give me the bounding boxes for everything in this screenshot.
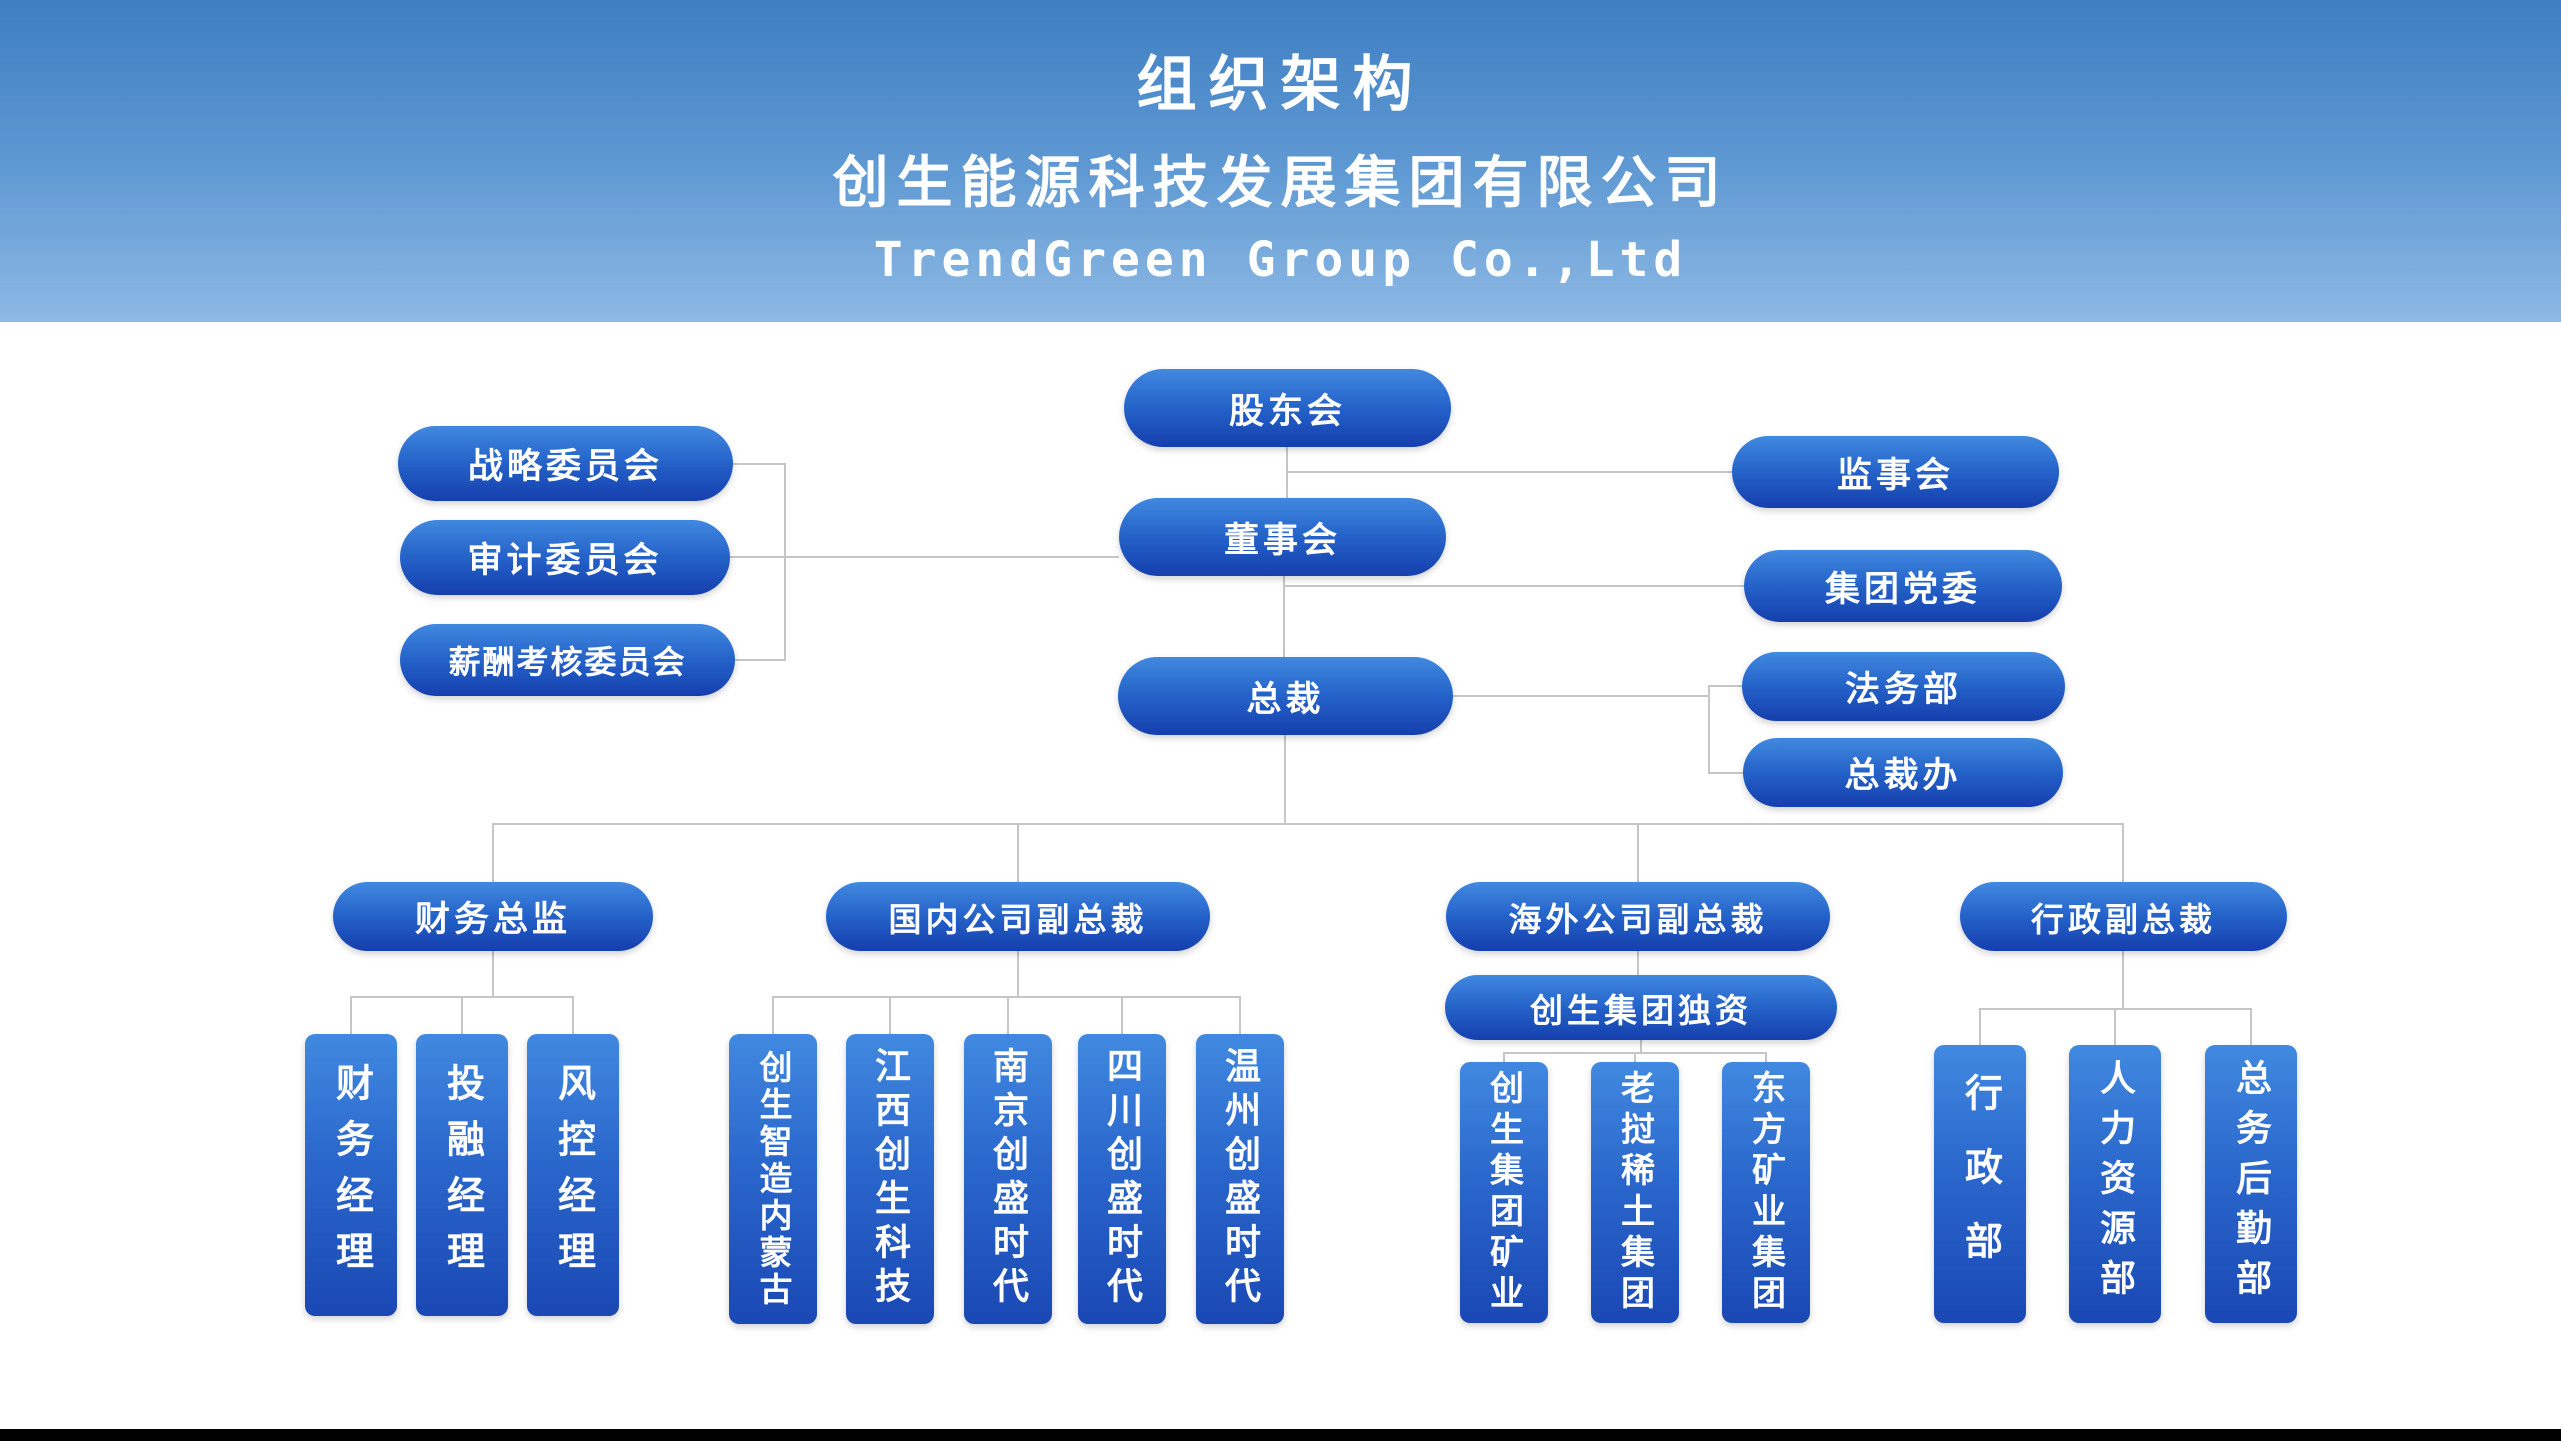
connector-line <box>1637 951 1639 975</box>
node-domestic-sub: 江西创生科技 <box>846 1034 934 1324</box>
node-investment-manager: 投融经理 <box>416 1034 508 1316</box>
node-admin-dept: 总务后勤部 <box>2205 1045 2297 1323</box>
connector-line <box>2122 823 2124 882</box>
node-president: 总裁 <box>1118 657 1453 735</box>
company-name-en: TrendGreen Group Co.,Ltd <box>873 232 1688 288</box>
connector-line <box>1285 585 1744 587</box>
connector-line <box>1708 772 1743 774</box>
connector-line <box>572 996 574 1034</box>
connector-line <box>1121 996 1123 1034</box>
connector-line <box>730 556 786 558</box>
node-legal-dept: 法务部 <box>1742 652 2065 721</box>
node-domestic-vp: 国内公司副总裁 <box>826 882 1210 951</box>
node-label: 行政部 <box>1958 1073 2001 1295</box>
node-supervisory-board: 监事会 <box>1732 436 2059 508</box>
connector-line <box>1286 447 1288 498</box>
node-domestic-sub: 温州创盛时代 <box>1196 1034 1284 1324</box>
node-audit-committee: 审计委员会 <box>400 520 730 595</box>
node-label: 投融经理 <box>440 1063 483 1287</box>
node-president-office: 总裁办 <box>1743 738 2063 807</box>
node-party-committee: 集团党委 <box>1744 550 2062 622</box>
connector-line <box>461 996 463 1034</box>
node-admin-dept: 人力资源部 <box>2069 1045 2161 1323</box>
connector-line <box>889 996 891 1034</box>
connector-line <box>1017 951 1019 996</box>
connector-line <box>1503 1052 1505 1062</box>
page-title: 组织架构 <box>1136 51 1425 118</box>
node-domestic-sub: 四川创盛时代 <box>1078 1034 1166 1324</box>
node-board: 董事会 <box>1119 498 1446 576</box>
node-strategy-committee: 战略委员会 <box>398 426 733 501</box>
connector-line <box>1640 1040 1642 1052</box>
connector-line <box>1453 695 1710 697</box>
connector-line <box>1634 1052 1636 1062</box>
connector-line <box>1017 823 1019 882</box>
connector-line <box>1708 685 1710 774</box>
connector-line <box>2114 1008 2116 1045</box>
node-overseas-sub: 东方矿业集团 <box>1722 1062 1810 1323</box>
connector-line <box>350 996 352 1034</box>
connector-line <box>1708 685 1742 687</box>
node-overseas-vp: 海外公司副总裁 <box>1446 882 1830 951</box>
connector-line <box>1283 576 1285 657</box>
connector-line <box>1284 735 1286 823</box>
node-label: 江西创生科技 <box>870 1047 911 1311</box>
connector-line <box>786 556 1119 558</box>
node-domestic-sub: 创生智造内蒙古 <box>729 1034 817 1324</box>
node-admin-dept: 行政部 <box>1934 1045 2026 1323</box>
node-label: 四川创盛时代 <box>1102 1047 1143 1311</box>
connector-line <box>784 463 786 661</box>
connector-line <box>492 823 2124 825</box>
connector-line <box>492 823 494 882</box>
connector-line <box>492 951 494 996</box>
connector-line <box>1239 996 1241 1034</box>
node-cfo: 财务总监 <box>333 882 653 951</box>
node-domestic-sub: 南京创盛时代 <box>964 1034 1052 1324</box>
node-label: 温州创盛时代 <box>1220 1047 1261 1311</box>
connector-line <box>1288 471 1732 473</box>
node-admin-vp: 行政副总裁 <box>1960 882 2287 951</box>
connector-line <box>1007 996 1009 1034</box>
company-name-cn: 创生能源科技发展集团有限公司 <box>832 151 1729 214</box>
connector-line <box>2250 1008 2252 1045</box>
node-label: 总务后勤部 <box>2231 1059 2272 1309</box>
node-shareholders: 股东会 <box>1124 369 1451 447</box>
connector-line <box>772 996 1241 998</box>
header-banner: 组织架构 创生能源科技发展集团有限公司 TrendGreen Group Co.… <box>0 0 2561 322</box>
node-risk-manager: 风控经理 <box>527 1034 619 1316</box>
bottom-edge-bar <box>0 1429 2561 1441</box>
node-label: 南京创盛时代 <box>988 1047 1029 1311</box>
node-compensation-committee: 薪酬考核委员会 <box>400 624 735 696</box>
node-overseas-sub: 老挝稀土集团 <box>1591 1062 1679 1323</box>
node-finance-manager: 财务经理 <box>305 1034 397 1316</box>
connector-line <box>1637 823 1639 882</box>
node-label: 财务经理 <box>329 1063 372 1287</box>
connector-line <box>1979 1008 1981 1045</box>
connector-line <box>2122 951 2124 1008</box>
connector-line <box>735 659 786 661</box>
node-label: 东方矿业集团 <box>1746 1069 1785 1316</box>
connector-line <box>733 463 786 465</box>
connector-line <box>1765 1052 1767 1062</box>
node-label: 老挝稀土集团 <box>1615 1069 1654 1316</box>
node-label: 人力资源部 <box>2095 1059 2136 1309</box>
node-label: 创生智造内蒙古 <box>755 1049 792 1309</box>
node-label: 风控经理 <box>551 1063 594 1287</box>
node-overseas-sub: 创生集团矿业 <box>1460 1062 1548 1323</box>
connector-line <box>772 996 774 1034</box>
node-label: 创生集团矿业 <box>1484 1069 1523 1316</box>
node-group-sole: 创生集团独资 <box>1445 975 1837 1040</box>
